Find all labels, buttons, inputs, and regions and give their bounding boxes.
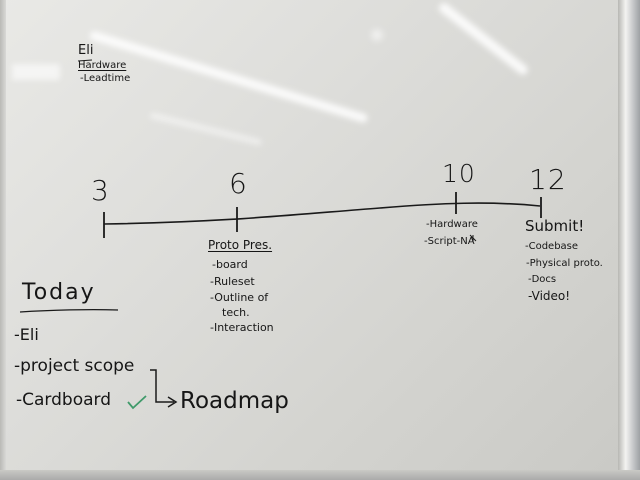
week12-item: -Video! bbox=[528, 289, 571, 303]
eli-note-name: Eli bbox=[78, 43, 94, 58]
today-heading: Today bbox=[22, 280, 96, 305]
eli-note-line-1: Hardware bbox=[78, 60, 127, 71]
script-mark bbox=[469, 234, 477, 242]
week-label-6: 6 bbox=[229, 167, 248, 200]
eraser-smudge bbox=[12, 64, 60, 80]
week6-item: tech. bbox=[222, 306, 250, 319]
week-label-12: 12 bbox=[529, 163, 567, 196]
week6-item: -Interaction bbox=[210, 321, 274, 334]
week12-item: -Docs bbox=[528, 274, 557, 285]
today-item: -project scope bbox=[14, 356, 135, 376]
board-frame-left bbox=[0, 0, 6, 480]
timeline-line bbox=[103, 202, 541, 225]
today-underline bbox=[19, 308, 119, 313]
eli-note-underline bbox=[77, 59, 93, 62]
week6-item: -board bbox=[212, 258, 248, 271]
bracket-arrow bbox=[150, 369, 174, 403]
week10-item: -Script-NA bbox=[424, 236, 475, 247]
week12-item: -Physical proto. bbox=[526, 258, 603, 269]
eli-note-line-2: -Leadtime bbox=[80, 73, 131, 84]
board-frame-right bbox=[618, 0, 640, 480]
week6-item: -Ruleset bbox=[210, 275, 255, 288]
week12-heading: Submit! bbox=[525, 217, 585, 235]
week6-item: -Outline of bbox=[210, 291, 269, 304]
board-frame-bottom bbox=[0, 470, 640, 480]
week12-item: -Codebase bbox=[525, 241, 579, 252]
roadmap-label: Roadmap bbox=[180, 388, 289, 414]
week-label-3: 3 bbox=[91, 174, 110, 207]
today-item: -Eli bbox=[14, 325, 39, 344]
today-item: -Cardboard bbox=[16, 390, 111, 410]
arrow-head bbox=[167, 396, 178, 408]
week6-heading: Proto Pres. bbox=[208, 238, 273, 252]
check-mark bbox=[127, 395, 147, 410]
week-label-10: 10 bbox=[442, 159, 476, 188]
week10-item: -Hardware bbox=[426, 219, 478, 230]
